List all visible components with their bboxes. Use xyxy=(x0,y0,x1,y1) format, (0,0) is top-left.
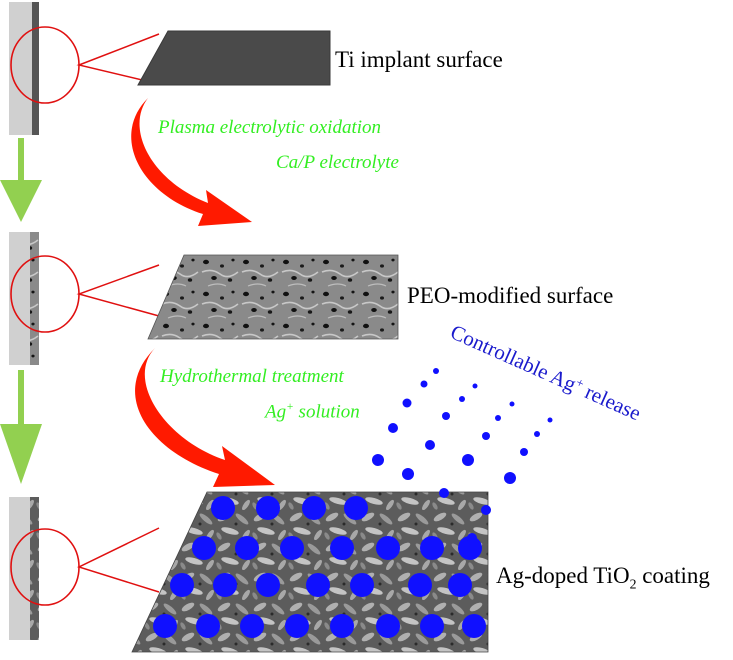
ti-surface-slab xyxy=(138,31,330,85)
red-curved-arrow-1 xyxy=(131,98,252,226)
released-ion-dot xyxy=(433,368,439,374)
ti-implant-bar xyxy=(9,2,39,135)
released-ion-dot xyxy=(402,468,414,480)
released-ion-dot xyxy=(504,472,516,484)
step3-label-sub: 2 xyxy=(629,576,637,592)
zoom-lines-3 xyxy=(76,527,160,593)
process2-line2-tail: solution xyxy=(293,401,360,423)
zoom-lines-2 xyxy=(76,264,160,317)
peo-implant-bar xyxy=(9,232,39,365)
implant-body xyxy=(9,2,33,135)
released-ion-dot xyxy=(482,432,490,440)
silver-nanoparticle xyxy=(458,536,482,560)
silver-nanoparticle xyxy=(306,573,330,597)
silver-nanoparticle xyxy=(408,573,432,597)
silver-nanoparticle xyxy=(192,536,216,560)
process2-line2-sup: + xyxy=(286,401,294,413)
silver-nanoparticle xyxy=(302,496,326,520)
green-down-arrow-2 xyxy=(0,370,42,484)
silver-nanoparticle xyxy=(344,496,368,520)
silver-nanoparticle xyxy=(240,614,264,638)
silver-nanoparticle xyxy=(330,614,354,638)
silver-nanoparticle xyxy=(196,614,220,638)
process1-line2: Ca/P electrolyte xyxy=(276,152,399,173)
released-ion-dot xyxy=(467,533,477,543)
released-ion-dot xyxy=(420,380,428,388)
silver-nanoparticle xyxy=(462,614,486,638)
released-ion-dot xyxy=(472,383,478,389)
step2-label: PEO-modified surface xyxy=(407,283,614,308)
step3-label: Ag-doped TiO2 coating xyxy=(496,563,710,593)
released-ion-dot xyxy=(520,448,528,456)
process2-line2: Ag+ solution xyxy=(265,401,360,423)
released-ion-dot xyxy=(442,412,450,420)
step1-label: Ti implant surface xyxy=(335,47,503,72)
silver-nanoparticle xyxy=(213,573,237,597)
released-ion-dot xyxy=(547,417,553,423)
silver-nanoparticle xyxy=(350,573,374,597)
ag-coating-slab xyxy=(131,491,489,653)
silver-nanoparticles xyxy=(153,496,486,638)
released-ion-dot xyxy=(509,401,515,407)
ag-implant-bar xyxy=(9,497,39,640)
silver-nanoparticle xyxy=(376,536,400,560)
silver-nanoparticle xyxy=(285,614,309,638)
zoom-lines-1 xyxy=(76,33,160,85)
silver-nanoparticle xyxy=(330,536,354,560)
silver-nanoparticle xyxy=(256,496,280,520)
silver-nanoparticle xyxy=(235,536,259,560)
silver-nanoparticle xyxy=(153,614,177,638)
process2-line2-main: Ag xyxy=(265,401,287,423)
peo-surface-slab xyxy=(147,254,399,340)
silver-nanoparticle xyxy=(420,614,444,638)
released-ion-dot xyxy=(388,423,398,433)
silver-nanoparticle xyxy=(211,496,235,520)
released-ion-dot xyxy=(459,396,465,402)
released-ion-dot xyxy=(402,398,412,408)
released-ion-dots xyxy=(372,368,553,543)
released-ion-dot xyxy=(439,488,449,498)
silver-nanoparticle xyxy=(170,573,194,597)
step3-label-main: Ag-doped TiO xyxy=(496,563,630,588)
silver-nanoparticle xyxy=(420,536,444,560)
released-ion-dot xyxy=(372,454,384,466)
silver-nanoparticle xyxy=(448,573,472,597)
silver-nanoparticle xyxy=(280,536,304,560)
released-ion-dot xyxy=(495,415,501,421)
released-ion-dot xyxy=(425,440,435,450)
silver-nanoparticle xyxy=(256,573,280,597)
step3-label-tail: coating xyxy=(636,563,710,588)
silver-nanoparticle xyxy=(376,614,400,638)
released-ion-dot xyxy=(534,431,540,437)
implant-surface-layer xyxy=(32,2,39,135)
green-down-arrow-1 xyxy=(0,138,42,222)
released-ion-dot xyxy=(481,505,491,515)
release-label: Controllable Ag+ release xyxy=(447,320,645,426)
process2-line1: Hydrothermal treatment xyxy=(160,366,344,387)
released-ion-dot xyxy=(462,454,474,466)
red-curved-arrow-2 xyxy=(135,348,275,487)
process1-line1: Plasma electrolytic oxidation xyxy=(158,117,382,138)
